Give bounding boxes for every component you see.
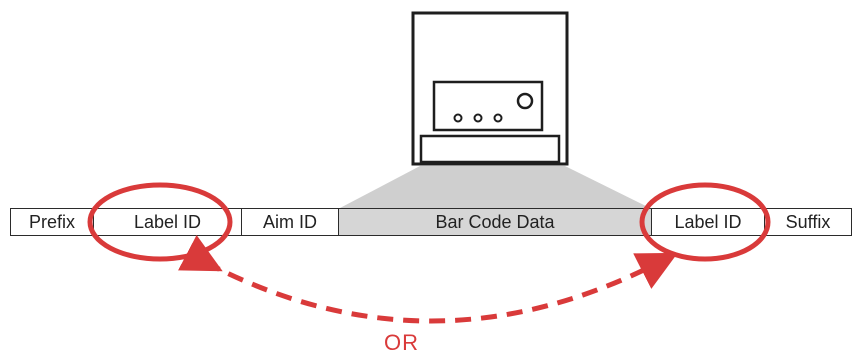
segment-label: Bar Code Data (435, 211, 555, 232)
segment-prefix: Prefix (10, 208, 94, 236)
segment-bar-code-data: Bar Code Data (338, 208, 652, 236)
highlight-ellipse-first (87, 182, 233, 262)
segment-label: Label ID (133, 211, 202, 232)
segment-label: Label ID (674, 211, 742, 232)
segment-label-id-second: Label ID (651, 208, 765, 236)
segment-label: Prefix (28, 211, 75, 232)
segment-suffix: Suffix (764, 208, 852, 236)
or-label: OR (384, 330, 419, 355)
highlight-ellipse-second (639, 182, 771, 262)
scanner-device-icon (411, 11, 569, 166)
or-dashed-arrow (178, 235, 678, 324)
segment-label-id-first: Label ID (93, 208, 242, 236)
segment-label: Suffix (785, 211, 831, 232)
segment-aim-id: Aim ID (241, 208, 339, 236)
segment-label: Aim ID (263, 211, 317, 232)
scan-projection (340, 166, 650, 208)
